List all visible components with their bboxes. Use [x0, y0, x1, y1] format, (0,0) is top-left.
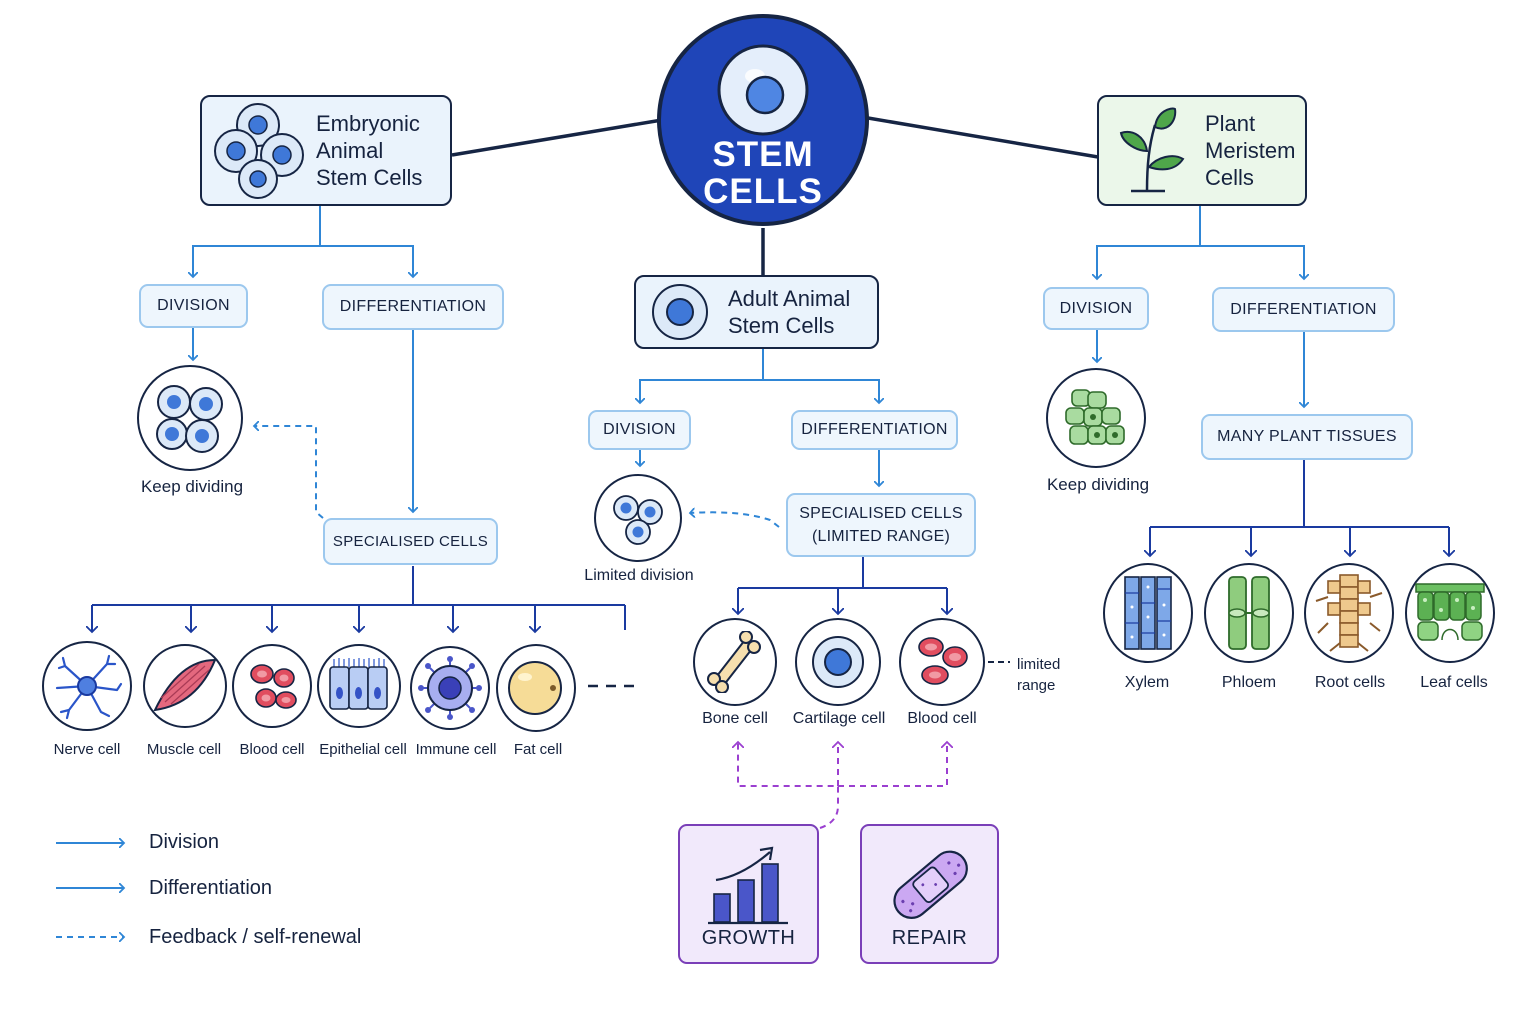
stem-cell-icon [717, 44, 809, 136]
embryonic-title: Embryonic Animal Stem Cells [316, 111, 423, 190]
embryo-cluster-icon [214, 102, 304, 199]
immune-cell-label: Immune cell [415, 741, 497, 758]
leaf-cells-label: Leaf cells [1420, 674, 1488, 691]
growth-box[interactable]: GROWTH [678, 824, 819, 964]
repair-label: REPAIR [891, 927, 968, 949]
stem-cells-hub[interactable]: STEM CELLS [657, 14, 869, 226]
dividing-cells-icon [156, 385, 223, 453]
xylem-label: Xylem [1124, 674, 1170, 691]
limited-range-note: limited range [1017, 656, 1061, 694]
root-cells-icon [1315, 574, 1383, 652]
limited-division-cells-icon [613, 495, 663, 545]
cartilage-cell-icon [812, 636, 864, 688]
legend-division: Division [149, 831, 220, 853]
fat-cell-label: Fat cell [513, 741, 563, 758]
adult-specialised-pill[interactable]: SPECIALISED CELLS (LIMITED RANGE) [786, 493, 976, 557]
adult-blood-cell-circle [899, 618, 985, 706]
legend-feedback: Feedback / self-renewal [149, 926, 362, 948]
immune-cell-circle [410, 646, 490, 730]
fat-cell-icon [508, 661, 562, 715]
phloem-icon [1228, 576, 1270, 650]
epithelial-cell-label: Epithelial cell [319, 741, 407, 758]
xylem-circle [1103, 563, 1193, 663]
adult-title: Adult Animal Stem Cells [728, 286, 851, 338]
nerve-cell-circle [42, 641, 132, 731]
blood-cell-circle [232, 644, 312, 728]
phloem-label: Phloem [1221, 674, 1277, 691]
embryonic-keep-dividing-label: Keep dividing [140, 477, 244, 496]
plant-keep-dividing-circle [1046, 368, 1146, 468]
link-center-embryonic [451, 118, 663, 157]
neuron-icon [55, 654, 123, 720]
bone-cell-circle [693, 618, 777, 706]
muscle-cell-circle [143, 644, 227, 728]
epithelial-tissue-icon [329, 658, 388, 710]
bone-icon [707, 631, 761, 693]
adult-cell-icon [652, 284, 708, 340]
bandage-icon [893, 850, 968, 919]
xylem-icon [1124, 576, 1172, 650]
adult-limited-division-circle [594, 474, 682, 562]
phloem-circle [1204, 563, 1294, 663]
embryonic-differentiation-pill[interactable]: DIFFERENTIATION [322, 284, 504, 330]
plant-title: Plant Meristem Cells [1205, 111, 1296, 190]
sprout-icon [1119, 107, 1185, 192]
muscle-fiber-icon [153, 658, 217, 712]
plant-meristem-box[interactable]: Plant Meristem Cells [1097, 95, 1307, 206]
leaf-cells-icon [1415, 583, 1485, 641]
embryonic-specialised-pill[interactable]: SPECIALISED CELLS [323, 518, 498, 565]
cartilage-cell-label: Cartilage cell [792, 710, 886, 727]
leaf-cells-circle [1405, 563, 1495, 663]
nerve-cell-label: Nerve cell [53, 741, 121, 758]
adult-differentiation-pill[interactable]: DIFFERENTIATION [791, 410, 958, 450]
plant-cells-icon [1065, 389, 1125, 445]
stem-cells-title: STEM CELLS [703, 135, 823, 211]
root-cells-circle [1304, 563, 1394, 663]
growth-chart-icon [708, 846, 788, 925]
root-cells-label: Root cells [1314, 674, 1386, 691]
adult-blood-cell-label: Blood cell [907, 710, 977, 727]
immune-cell-icon [418, 656, 482, 720]
fat-cell-circle [496, 644, 576, 732]
cartilage-cell-circle [795, 618, 881, 706]
legend-differentiation: Differentiation [149, 877, 273, 899]
plant-differentiation-pill[interactable]: DIFFERENTIATION [1212, 287, 1395, 332]
embryonic-division-pill[interactable]: DIVISION [139, 284, 248, 328]
adult-red-blood-cells-icon [918, 637, 968, 685]
embryonic-stem-cells-box[interactable]: Embryonic Animal Stem Cells [200, 95, 452, 206]
link-center-plant [867, 116, 1099, 159]
plant-division-pill[interactable]: DIVISION [1043, 287, 1149, 330]
adult-stem-cells-box[interactable]: Adult Animal Stem Cells [634, 275, 879, 349]
limited-division-label: Limited division [584, 567, 694, 584]
blood-cell-label: Blood cell [239, 741, 305, 758]
plant-keep-dividing-label: Keep dividing [1046, 475, 1150, 494]
many-plant-tissues-pill[interactable]: MANY PLANT TISSUES [1201, 414, 1413, 460]
red-blood-cells-icon [250, 664, 297, 709]
embryonic-keep-dividing-circle [137, 365, 243, 471]
growth-label: GROWTH [701, 927, 796, 949]
bone-cell-label: Bone cell [702, 710, 768, 727]
muscle-cell-label: Muscle cell [146, 741, 222, 758]
adult-division-pill[interactable]: DIVISION [588, 410, 691, 450]
epithelial-cell-circle [317, 644, 401, 728]
repair-box[interactable]: REPAIR [860, 824, 999, 964]
